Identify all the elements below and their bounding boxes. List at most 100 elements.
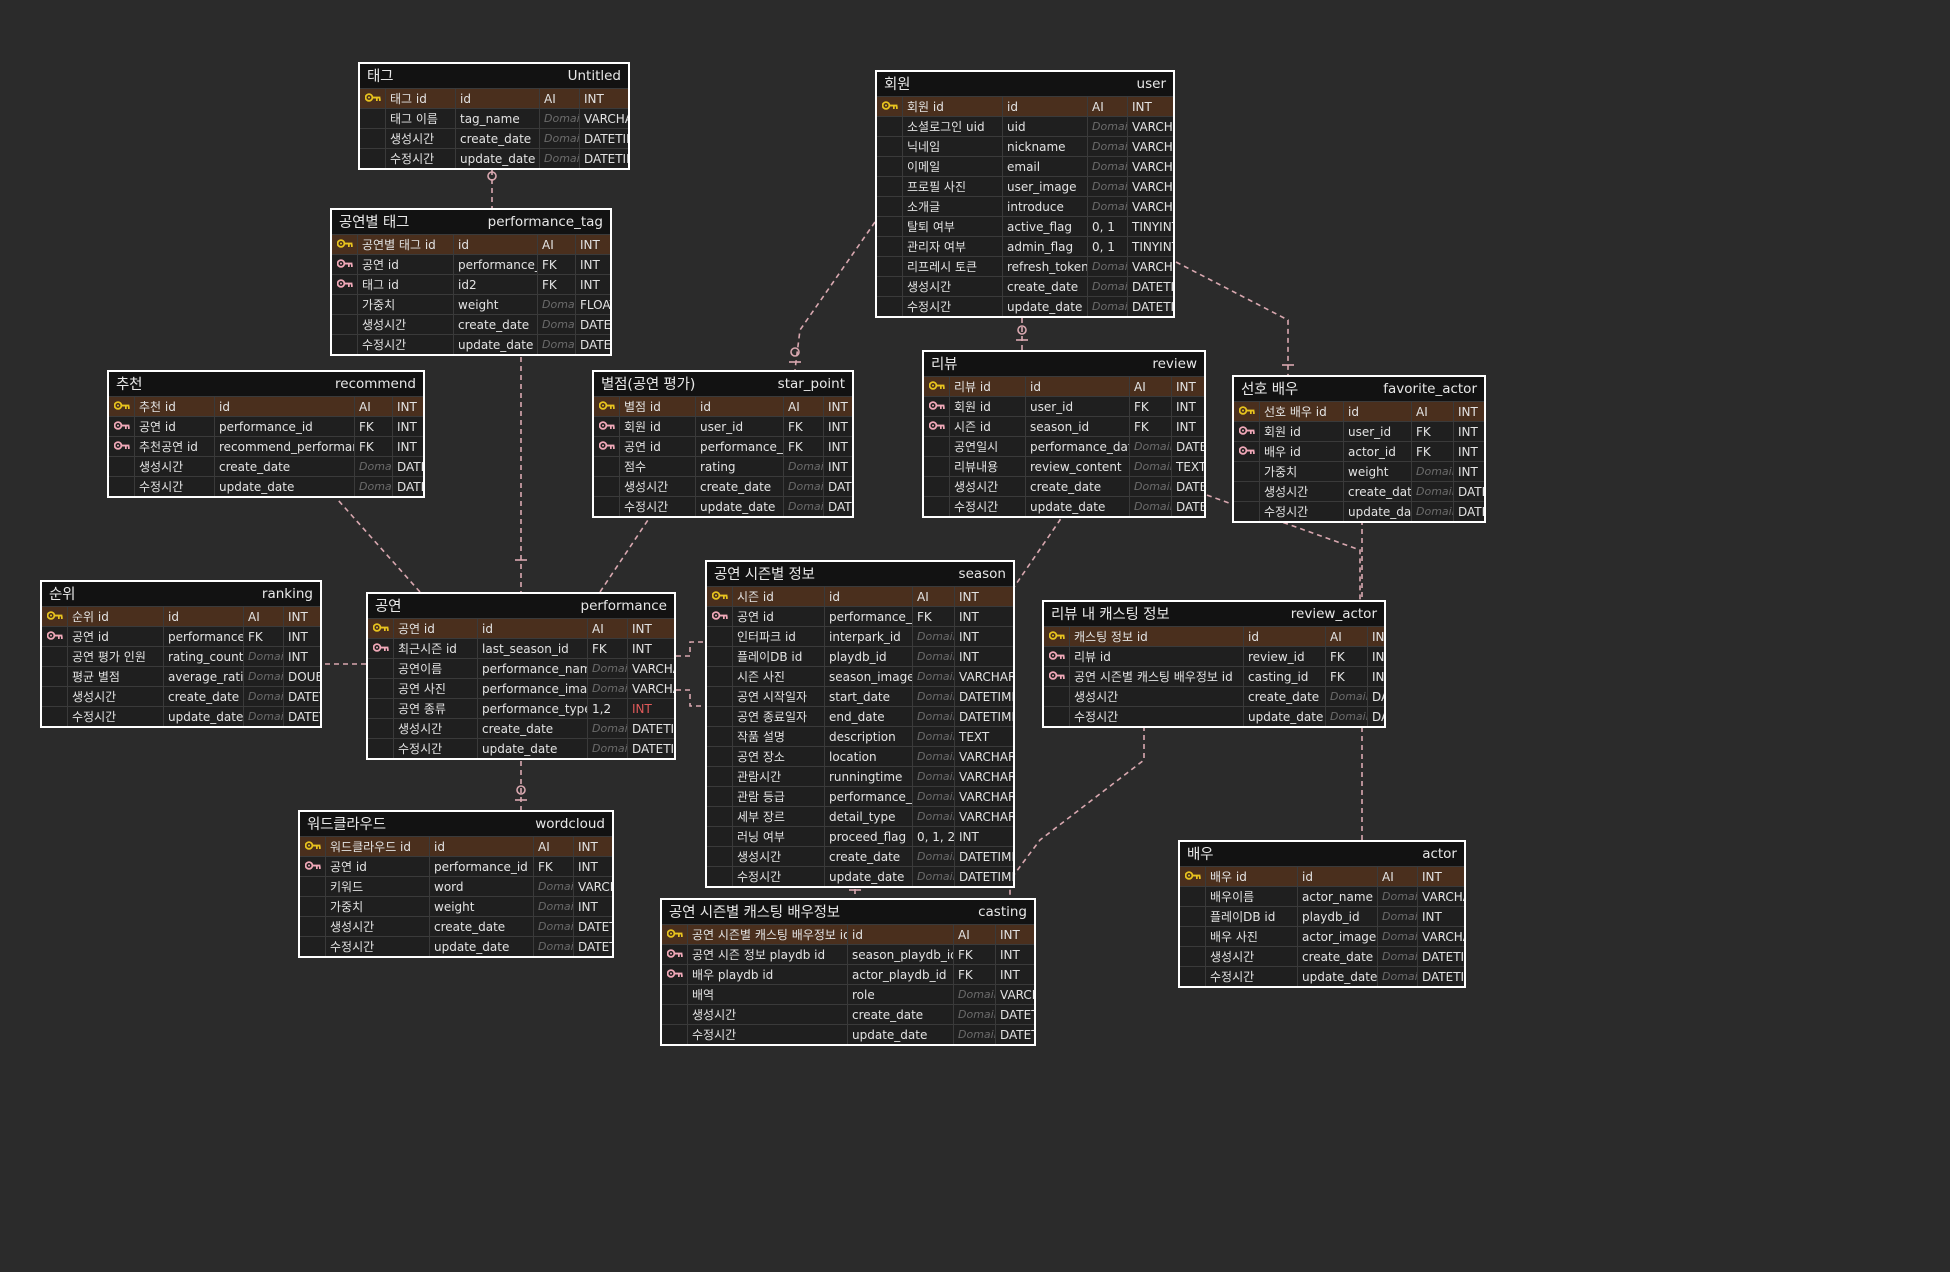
column-row[interactable]: 키워드wordDomainVARCHAR(255) [300,876,612,896]
column-row[interactable]: 이메일emailDomainVARCHAR(255) [877,156,1173,176]
column-row[interactable]: 닉네임nicknameDomainVARCHAR(255) [877,136,1173,156]
table-header-star_point[interactable]: 별점(공연 평가)star_point [594,372,852,396]
column-row[interactable]: 점수ratingDomainINT [594,456,852,476]
column-row[interactable]: 작품 설명descriptionDomainTEXT [707,726,1013,746]
column-row[interactable]: 소셜로그인 uiduidDomainVARCHAR(255) [877,116,1173,136]
column-row[interactable]: 가중치weightDomainFLOAT [332,294,610,314]
column-row[interactable]: 배역roleDomainVARCHAR(255) [662,984,1034,1004]
column-row[interactable]: 공연 장소locationDomainVARCHAR(255) [707,746,1013,766]
column-row[interactable]: 소개글introduceDomainVARCHAR(255) [877,196,1173,216]
column-row[interactable]: 관람시간runningtimeDomainVARCHAR(255) [707,766,1013,786]
column-row[interactable]: 가중치weightDomainINT [300,896,612,916]
